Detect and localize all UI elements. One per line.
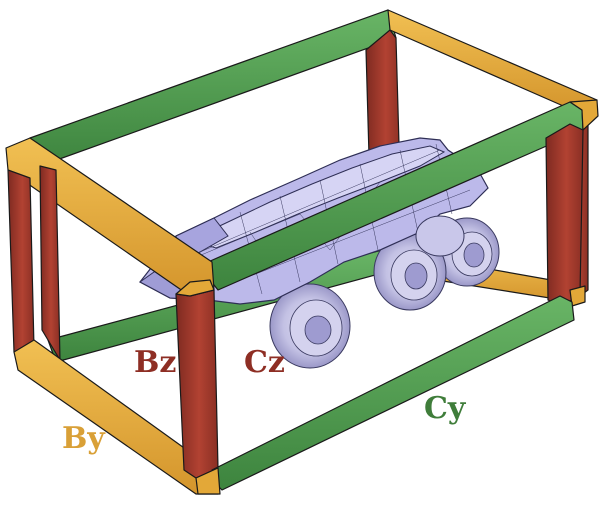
front-bottom-beam [211, 295, 575, 491]
center-top-cap [175, 279, 215, 297]
label-cy: Cy [424, 391, 467, 426]
wheel-front-left [415, 215, 465, 257]
right-bottom-cap [569, 285, 586, 307]
front-frame [5, 99, 599, 495]
label-cz: Cz [244, 345, 285, 380]
back-right-top-beam [387, 9, 598, 113]
right-top-cap [569, 99, 599, 131]
left-back-post [39, 165, 61, 361]
left-front-post [7, 169, 35, 353]
rover-deck [188, 145, 446, 249]
label-bz: Bz [134, 345, 176, 380]
label-by: By [62, 421, 106, 456]
back-top-beam [29, 9, 397, 167]
center-bottom-cap [195, 467, 221, 495]
right-front-post [545, 123, 584, 307]
left-top-beam [5, 137, 215, 297]
wheel-front-right [269, 283, 351, 369]
